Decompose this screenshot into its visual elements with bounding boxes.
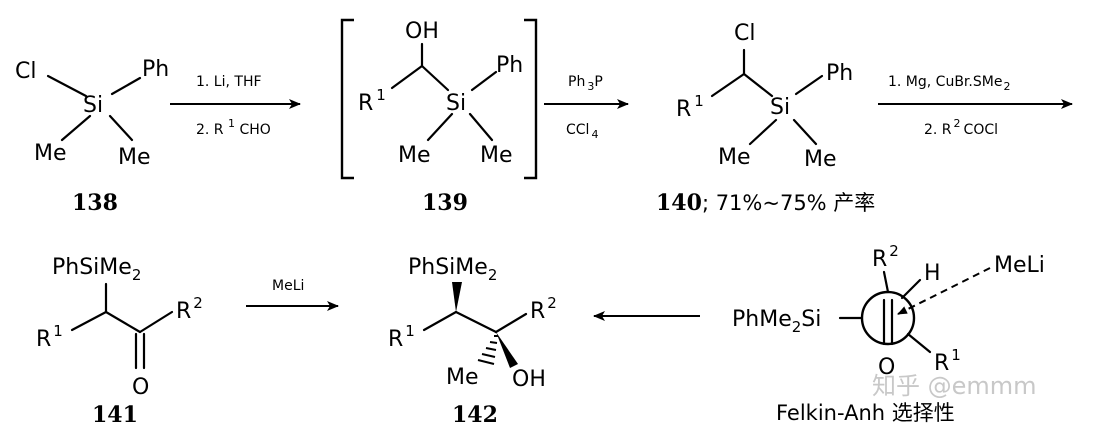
atom-o: O (878, 355, 895, 380)
atom-ph: Ph (496, 53, 523, 78)
bond-si-me-right (468, 112, 494, 142)
bond-si-ph (794, 74, 824, 96)
atom-me-right: Me (480, 143, 513, 168)
atom-h: H (924, 261, 941, 286)
atom-cl: Cl (15, 59, 36, 84)
bond-r1-c (422, 310, 458, 332)
yield-text: ; 71%~75% 产率 (702, 191, 875, 215)
atom-me: Me (446, 365, 479, 390)
group-silyl: PhSiMe2 (408, 255, 497, 284)
group-silyl: PhSiMe2 (52, 255, 141, 284)
bond-si-me-right (108, 114, 134, 142)
atom-oh: OH (405, 19, 439, 44)
wedge-bond-silyl (452, 282, 462, 312)
compound-number-142: 142 (452, 402, 498, 428)
nucleophile-attack-arrow (897, 267, 991, 315)
atom-si: Si (446, 91, 466, 116)
bond-c-si (420, 64, 450, 92)
atom-me-left: Me (34, 141, 67, 166)
compound-number-138: 138 (72, 190, 118, 216)
bond-c-si (742, 72, 774, 98)
hashed-bond-me (477, 335, 498, 365)
group-silyl: PhMe2Si (732, 307, 821, 336)
atom-me-left: Me (398, 143, 431, 168)
watermark: 知乎 @emmm (872, 372, 1037, 400)
atom-ph: Ph (142, 57, 169, 82)
bracket-left (340, 18, 354, 180)
compound-number-141: 141 (92, 402, 138, 428)
bond-cl-si (46, 74, 88, 98)
atom-cl: Cl (734, 21, 755, 46)
atom-si: Si (83, 93, 103, 118)
bond-c-r2 (494, 312, 528, 334)
bond-si-me-left (60, 114, 92, 142)
bond-r-c (390, 64, 424, 90)
atom-oh: OH (512, 367, 546, 392)
reaction-arrow-4: MeLi (246, 278, 339, 311)
newman-circle (860, 290, 916, 346)
reagent-meli: MeLi (994, 253, 1045, 278)
atom-ph: Ph (826, 61, 853, 86)
felkin-caption: Felkin-Anh 选择性 (776, 401, 955, 425)
atom-si: Si (770, 95, 790, 120)
atom-o: O (132, 375, 149, 400)
bond-si-ph (110, 76, 142, 96)
bond-r-c (710, 72, 746, 98)
bond-si-ph (470, 70, 498, 92)
bond-r2 (882, 270, 890, 294)
bond-h (900, 278, 922, 300)
compound-number-140: 140; 71%~75% 产率 (656, 190, 875, 216)
bond-r1 (906, 332, 932, 354)
bond-si-me-left (426, 112, 454, 142)
reagent-top: MeLi (272, 278, 304, 294)
bond-carbonyl-r2 (138, 310, 174, 334)
bond-c-carbonyl (104, 310, 142, 334)
bond-si-me-left (748, 118, 778, 146)
compound-number-139: 139 (422, 190, 468, 216)
bond-r1-c (70, 310, 108, 332)
bracket-right (524, 18, 538, 180)
bond-si-me-right (792, 118, 818, 146)
atom-me-right: Me (118, 145, 151, 170)
reagent-top: 1. Li, THF (196, 74, 262, 90)
reagent-top: 1. Mg, CuBr.SMe2 (888, 74, 1010, 93)
compound-138: Cl Ph Si Me Me 138 (15, 57, 169, 216)
wedge-bond-oh (496, 332, 518, 368)
atom-me-left: Me (718, 145, 751, 170)
reaction-arrow-1: 1. Li, THF 2. R 1 CHO (170, 74, 301, 138)
bond-c-c (454, 310, 498, 334)
atom-me-right: Me (804, 147, 837, 172)
reagent-bottom: 2. R 1 CHO (196, 115, 271, 138)
